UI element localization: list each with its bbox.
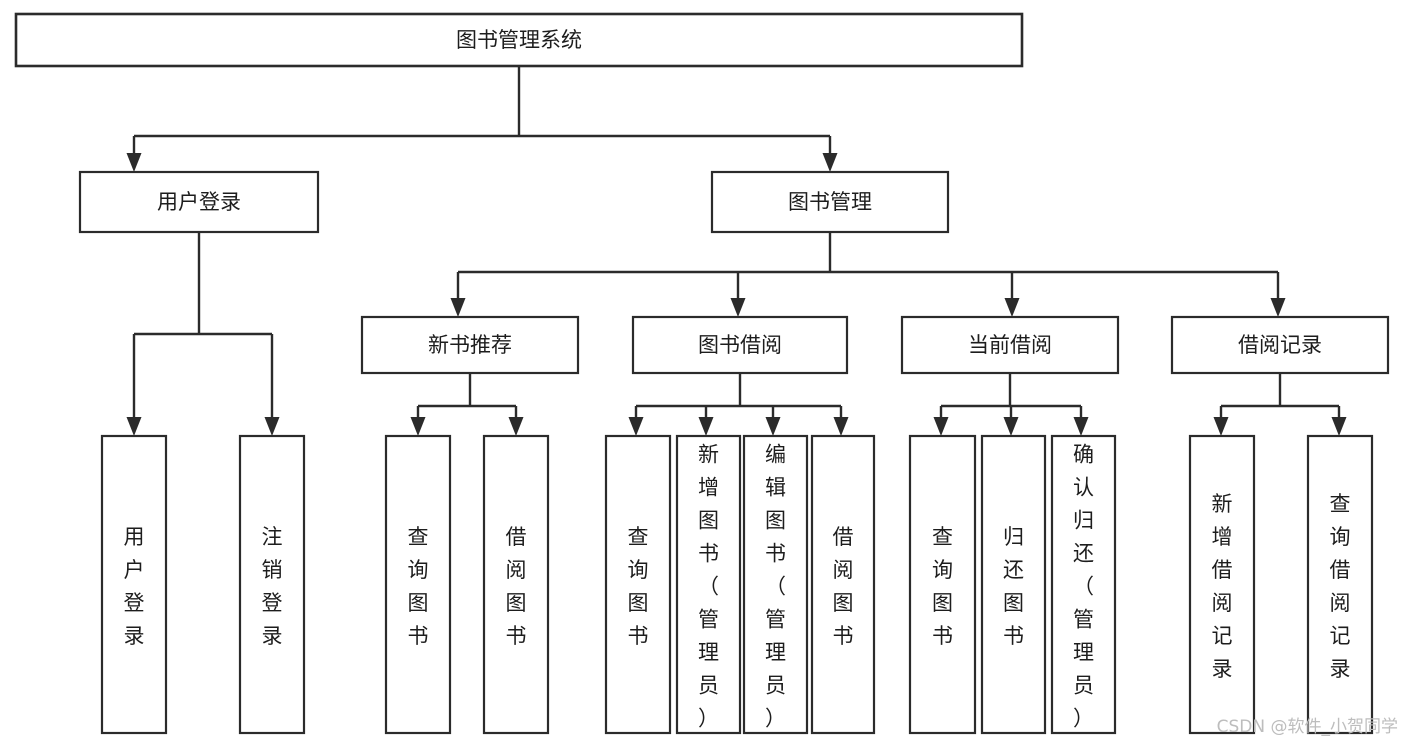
edge-arrowhead [833,417,849,436]
node-leaf-new-2[interactable]: 借阅图书 [482,434,550,735]
edge-arrowhead [1270,298,1286,317]
node-leaf-rec-1[interactable]: 新增借阅记录 [1188,434,1256,735]
node-label: 借阅图书 [506,525,527,648]
edge-arrowhead [822,153,838,172]
node-newbook[interactable]: 新书推荐 [360,315,580,375]
node-label: 注销登录 [262,525,283,648]
node-label: 图书管理系统 [456,28,582,52]
node-label: 当前借阅 [968,333,1052,357]
node-leaf-new-1[interactable]: 查询图书 [384,434,452,735]
node-box[interactable] [980,434,1047,735]
node-leaf-borrow-4[interactable]: 借阅图书 [810,434,876,735]
node-bookmgmt[interactable]: 图书管理 [710,170,950,234]
node-root[interactable]: 图书管理系统 [14,12,1024,68]
edge-arrowhead [1003,417,1019,436]
node-box[interactable] [900,315,1120,375]
edge-arrowhead [1073,417,1089,436]
node-label: 借阅记录 [1238,333,1322,357]
node-box[interactable] [710,170,950,234]
node-box[interactable] [1050,434,1117,735]
node-box[interactable] [742,434,809,735]
edge-group [933,373,1089,436]
node-box[interactable] [1188,434,1256,735]
node-box[interactable] [100,434,168,735]
node-label: 图书借阅 [698,333,782,357]
node-box[interactable] [810,434,876,735]
edge-group [1213,373,1347,436]
edge-arrowhead [1004,298,1020,317]
node-box[interactable] [384,434,452,735]
edge-arrowhead [698,417,714,436]
node-label: 新增借阅记录 [1212,492,1233,681]
node-label: 借阅图书 [833,525,854,648]
node-records[interactable]: 借阅记录 [1170,315,1390,375]
node-label: 用户登录 [124,525,145,648]
edge-arrowhead [933,417,949,436]
edge-group [628,373,849,436]
edge-arrowhead [126,417,142,436]
node-label: 查询图书 [932,525,953,648]
node-leaf-cur-1[interactable]: 查询图书 [908,434,977,735]
node-box[interactable] [675,434,742,735]
node-label: 新增图书（管理员） [698,443,719,731]
node-box[interactable] [631,315,849,375]
edge-arrowhead [730,298,746,317]
node-label: 确认归还（管理员） [1073,443,1094,731]
node-leaf-login-1[interactable]: 用户登录 [100,434,168,735]
node-label: 编辑图书（管理员） [765,443,786,731]
node-leaf-cur-2[interactable]: 归还图书 [980,434,1047,735]
node-label: 查询图书 [408,525,429,648]
node-label: 新书推荐 [428,333,512,357]
edge-arrowhead [1213,417,1229,436]
node-label: 图书管理 [788,190,872,214]
node-leaf-borrow-1[interactable]: 查询图书 [604,434,672,735]
node-box[interactable] [1170,315,1390,375]
edge-group [450,232,1286,317]
node-box[interactable] [360,315,580,375]
edge-arrowhead [508,417,524,436]
watermark-label: CSDN @软件_小贺同学 [1217,717,1398,737]
node-box[interactable] [238,434,306,735]
node-box[interactable] [1306,434,1374,735]
node-label: 查询借阅记录 [1330,492,1351,681]
node-leaf-cur-3[interactable]: 确认归还（管理员） [1050,434,1117,735]
node-box[interactable] [908,434,977,735]
node-leaf-borrow-2[interactable]: 新增图书（管理员） [675,434,742,735]
edge-arrowhead [410,417,426,436]
edge-arrowhead [628,417,644,436]
edge-arrowhead [450,298,466,317]
edges-layer [126,66,1347,436]
node-box[interactable] [14,12,1024,68]
node-box[interactable] [604,434,672,735]
node-box[interactable] [482,434,550,735]
edge-arrowhead [264,417,280,436]
node-current[interactable]: 当前借阅 [900,315,1120,375]
edge-arrowhead [126,153,142,172]
node-leaf-borrow-3[interactable]: 编辑图书（管理员） [742,434,809,735]
node-box[interactable] [78,170,320,234]
edge-group [126,66,838,172]
edge-arrowhead [1331,417,1347,436]
node-label: 用户登录 [157,190,241,214]
node-leaf-rec-2[interactable]: 查询借阅记录 [1306,434,1374,735]
edge-group [410,373,524,436]
edge-group [126,232,280,436]
node-borrow[interactable]: 图书借阅 [631,315,849,375]
node-label: 归还图书 [1003,525,1024,648]
node-login[interactable]: 用户登录 [78,170,320,234]
node-leaf-login-2[interactable]: 注销登录 [238,434,306,735]
nodes-layer: 图书管理系统用户登录图书管理新书推荐图书借阅当前借阅借阅记录用户登录注销登录查询… [14,12,1390,735]
edge-arrowhead [765,417,781,436]
node-label: 查询图书 [628,525,649,648]
